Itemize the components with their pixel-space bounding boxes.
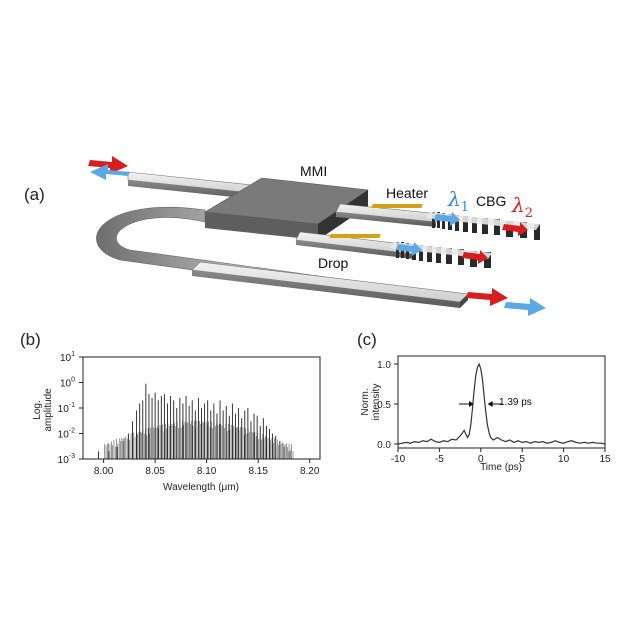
heater-label: Heater <box>386 185 428 201</box>
spectrum-y-axis-label-line1: Log. <box>32 400 43 419</box>
spectrum-x-tick-label: 8.15 <box>248 466 268 477</box>
mmi-label: MMI <box>300 163 327 179</box>
spectrum-x-tick-label: 8.20 <box>300 466 320 477</box>
lambda1-label: λ1 <box>447 187 469 215</box>
spectrum-y-tick-label: 10-1 <box>58 402 75 415</box>
spectrum-chart: (b) 8.00 8.05 8.10 8.15 8.20 10-3 10-2 10-1 100… <box>20 330 321 493</box>
spectrum-y-tick-label: 10-3 <box>58 453 75 466</box>
pulse-x-tick-label: 5 <box>519 454 525 465</box>
lambda2-reflection-upper <box>502 222 528 236</box>
pulse-plot-frame <box>397 355 606 449</box>
input-arrow-blue <box>90 164 130 180</box>
spectrum-marks <box>98 383 294 459</box>
lambda2-reflection-lower <box>462 250 488 264</box>
fwhm-annotation: 1.39 ps <box>499 397 532 408</box>
pulse-x-axis-label: Time (ps) <box>480 462 522 473</box>
pulse-y-axis-label-line2: intensity <box>371 384 382 421</box>
pulse-curve <box>397 362 606 445</box>
lambda1-reflection-upper <box>434 212 460 226</box>
heater-upper <box>371 204 423 208</box>
drop-label: Drop <box>318 255 349 271</box>
pulse-y-axis-label-line1: Norm. <box>360 388 371 415</box>
pulse-y-tick-label: 1.0 <box>377 360 391 371</box>
pulse-y-ticks: 0.0 0.5 1.0 <box>377 360 398 451</box>
panel-label-b: (b) <box>20 330 41 349</box>
upper-arm-waveguide <box>335 203 441 227</box>
device-schematic: (a) <box>24 156 546 316</box>
panel-label-a: (a) <box>24 185 45 204</box>
pulse-y-tick-label: 0.0 <box>377 440 391 451</box>
fwhm-arrowhead-left <box>469 401 475 407</box>
pulse-x-tick-label: 15 <box>599 454 611 465</box>
cbg-upper <box>426 212 540 240</box>
output-waveguide <box>191 261 469 308</box>
pulse-x-tick-label: 0 <box>478 454 484 465</box>
output-arrow-blue <box>504 298 546 316</box>
fwhm-arrows <box>459 401 503 407</box>
cbg-lower <box>390 242 492 268</box>
pulse-x-ticks: -10 -5 0 5 10 15 <box>391 448 611 465</box>
spectrum-x-axis-label: Wavelength (μm) <box>163 482 239 493</box>
lambda1-reflection-lower <box>396 242 422 256</box>
panel-label-c: (c) <box>357 330 377 349</box>
spectrum-y-tick-label: 10-2 <box>58 428 75 441</box>
pulse-y-tick-label: 0.5 <box>377 400 391 411</box>
pulse-x-tick-label: -10 <box>391 454 406 465</box>
spectrum-y-tick-label: 101 <box>60 351 75 364</box>
heater-lower <box>329 234 381 238</box>
output-arrow-red <box>466 288 508 306</box>
spectrum-x-ticks: 8.00 8.05 8.10 8.15 8.20 <box>94 459 320 477</box>
spectrum-x-tick-label: 8.05 <box>145 466 165 477</box>
output-arrows <box>466 288 546 316</box>
input-arrows <box>88 156 130 180</box>
spectrum-y-tick-label: 100 <box>60 377 75 390</box>
spectrum-x-tick-label: 8.10 <box>197 466 217 477</box>
lower-arm-waveguide <box>295 231 421 259</box>
pulse-x-tick-label: -5 <box>435 454 444 465</box>
lambda2-label: λ2 <box>511 193 533 221</box>
spectrum-x-tick-label: 8.00 <box>94 466 114 477</box>
pulse-x-tick-label: 10 <box>558 454 570 465</box>
fwhm-arrowhead-right <box>487 401 493 407</box>
spectrum-y-ticks: 10-3 10-2 10-1 100 101 <box>58 351 83 466</box>
cbg-label: CBG <box>476 193 506 209</box>
spectrum-y-axis-label-line2: amplitude <box>43 388 54 432</box>
pulse-chart: (c) -10 -5 0 5 10 15 0.0 0.5 1.0 1.39 ps Time (… <box>357 330 611 473</box>
